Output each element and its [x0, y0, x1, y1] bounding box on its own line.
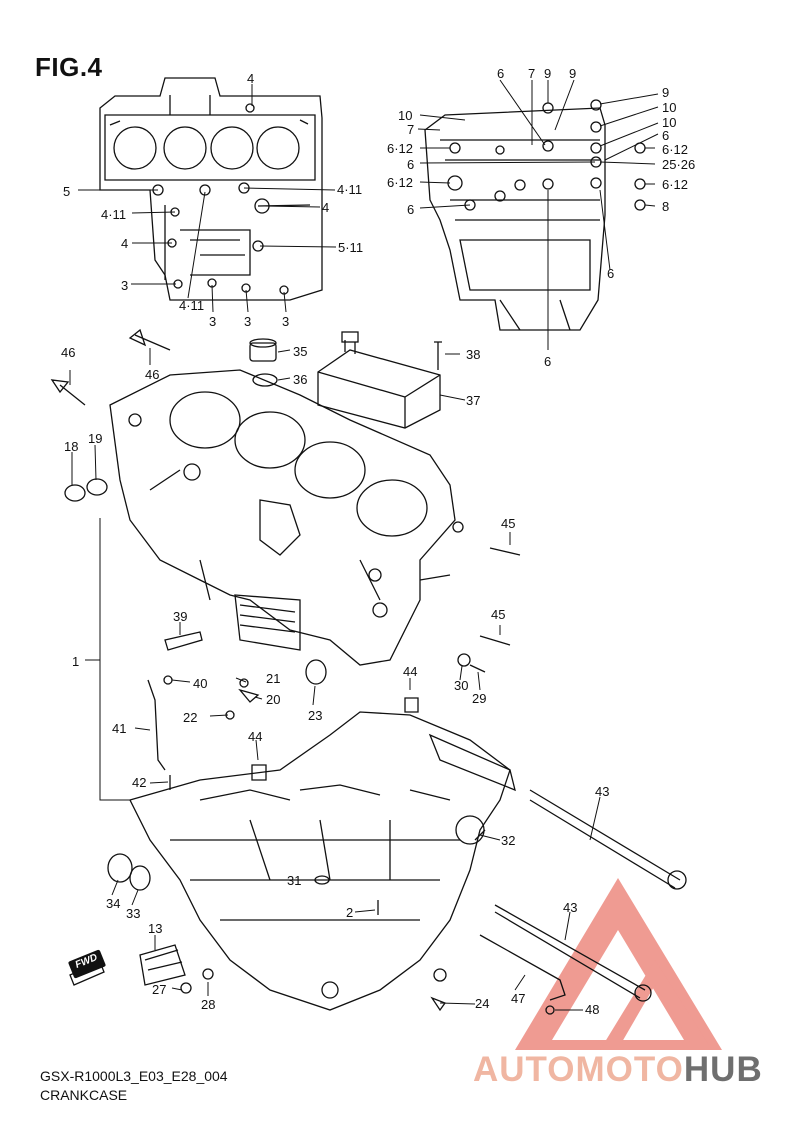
callout-4: 4 [247, 71, 255, 86]
callout-5: 5 [63, 184, 71, 199]
watermark-part-1: AUTO [473, 1050, 576, 1089]
callout-40: 40 [193, 676, 208, 691]
callout-44: 44 [248, 729, 263, 744]
callout-4: 4 [322, 200, 330, 215]
callout-9: 9 [569, 66, 577, 81]
callout-32: 32 [501, 833, 516, 848]
upper-crankcase [109, 369, 464, 666]
lower-crankcase [129, 711, 516, 1011]
callout-1: 1 [72, 654, 80, 669]
callout-22: 22 [183, 710, 198, 725]
callout-10: 10 [662, 115, 677, 130]
callout-27: 27 [152, 982, 167, 997]
callout-3: 3 [244, 314, 252, 329]
callout-25-26: 25·26 [662, 157, 696, 172]
callout-31: 31 [287, 873, 302, 888]
callout-43: 43 [595, 784, 610, 799]
callout-23: 23 [308, 708, 323, 723]
callout-9: 9 [662, 85, 670, 100]
callout-30: 30 [454, 678, 469, 693]
callout-45: 45 [491, 607, 506, 622]
top-right-crankcase-view [424, 99, 646, 331]
watermark-text: AUTOMOTOHUB [473, 1050, 763, 1090]
callout-21: 21 [266, 671, 281, 686]
callout-2: 2 [346, 905, 354, 920]
callout-4-11: 4·11 [337, 182, 363, 197]
callout-6-12: 6·12 [387, 141, 414, 156]
callout-48: 48 [585, 1002, 600, 1017]
callout-47: 47 [511, 991, 526, 1006]
callout-10: 10 [398, 108, 413, 123]
callout-46: 46 [145, 367, 160, 382]
oil-cover-37 [317, 331, 441, 429]
callout-6: 6 [497, 66, 505, 81]
leader-lines [69, 79, 659, 1011]
callout-3: 3 [209, 314, 217, 329]
callout-39: 39 [173, 609, 188, 624]
callout-3: 3 [282, 314, 290, 329]
callout-36: 36 [293, 372, 308, 387]
callout-8: 8 [662, 199, 670, 214]
callout-6: 6 [662, 128, 670, 143]
diagram-name: CRANKCASE [40, 1087, 128, 1103]
callout-29: 29 [472, 691, 487, 706]
callout-4-11: 4·11 [101, 207, 127, 222]
callout-24: 24 [475, 996, 490, 1011]
callout-45: 45 [501, 516, 516, 531]
callout-28: 28 [201, 997, 216, 1012]
small-parts [50, 328, 687, 1015]
callout-19: 19 [88, 431, 103, 446]
callout-9: 9 [544, 66, 552, 81]
callout-46: 46 [61, 345, 76, 360]
callout-13: 13 [148, 921, 163, 936]
callout-20: 20 [266, 692, 281, 707]
watermark-part-2: MOTO [575, 1050, 684, 1089]
callout-7: 7 [528, 66, 536, 81]
callout-18: 18 [64, 439, 79, 454]
callout-6-12: 6·12 [387, 175, 414, 190]
callout-10: 10 [662, 100, 677, 115]
callout-3: 3 [121, 278, 129, 293]
watermark-logo [515, 878, 722, 1050]
callout-6-12: 6·12 [662, 142, 689, 157]
callout-6: 6 [544, 354, 552, 369]
callout-7: 7 [407, 122, 415, 137]
callout-42: 42 [132, 775, 147, 790]
callout-38: 38 [466, 347, 481, 362]
callout-34: 34 [106, 896, 121, 911]
callout-33: 33 [126, 906, 141, 921]
callout-41: 41 [112, 721, 127, 736]
callout-6: 6 [607, 266, 615, 281]
callout-4-11: 4·11 [179, 298, 205, 313]
watermark-part-3: HUB [683, 1050, 763, 1089]
figure-title: FIG.4 [35, 52, 103, 82]
callout-43: 43 [563, 900, 578, 915]
callout-35: 35 [293, 344, 308, 359]
callout-37: 37 [466, 393, 481, 408]
callout-6: 6 [407, 157, 415, 172]
callout-6-12: 6·12 [662, 177, 689, 192]
callout-6: 6 [407, 202, 415, 217]
diagram-code: GSX-R1000L3_E03_E28_004 [40, 1068, 228, 1084]
callout-4: 4 [121, 236, 129, 251]
callout-5-11: 5·11 [338, 240, 364, 255]
callout-44: 44 [403, 664, 418, 679]
